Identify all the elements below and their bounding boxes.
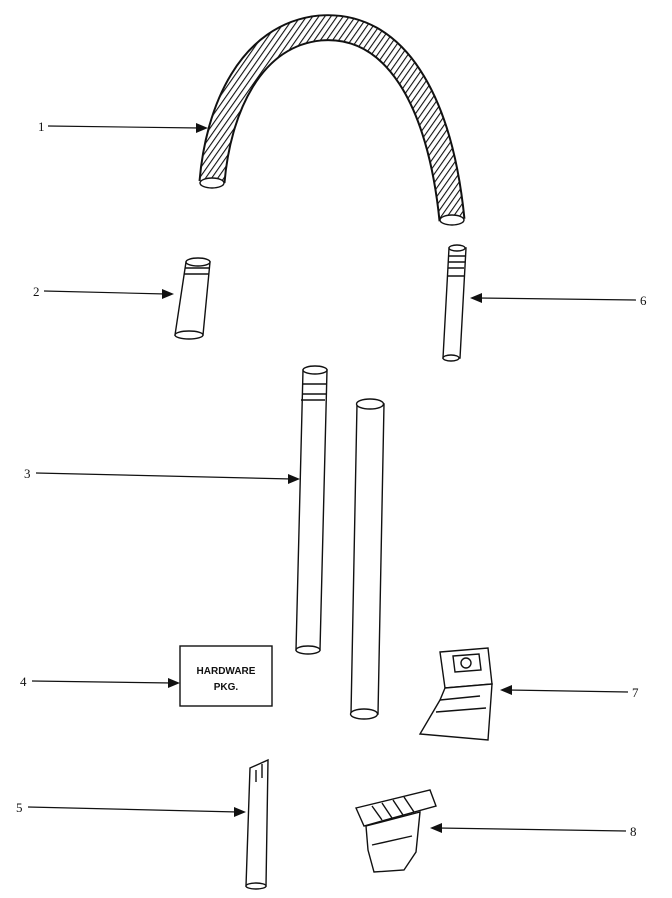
- callout-1: 1: [38, 119, 208, 134]
- hose: [198, 14, 466, 226]
- callout-number: 6: [640, 293, 647, 308]
- callout-number: 2: [33, 284, 40, 299]
- callout-7: 7: [500, 685, 639, 700]
- callout-3: 3: [24, 466, 300, 484]
- callout-6: 6: [470, 293, 647, 308]
- callout-number: 3: [24, 466, 31, 481]
- callout-number: 1: [38, 119, 45, 134]
- callout-number: 7: [632, 685, 639, 700]
- callout-2: 2: [33, 284, 174, 299]
- extension-wand-right: [349, 398, 385, 720]
- wand-coupling-6: [442, 244, 467, 362]
- hardware-package: HARDWARE PKG.: [179, 645, 273, 707]
- callout-number: 4: [20, 674, 27, 689]
- callout-number: 5: [16, 800, 23, 815]
- callout-8: 8: [430, 823, 637, 839]
- callout-5: 5: [16, 800, 246, 817]
- pkg-label: PKG.: [214, 682, 239, 693]
- callout-number: 8: [630, 824, 637, 839]
- hardware-label: HARDWARE: [197, 666, 256, 677]
- upholstery-nozzle: [355, 789, 437, 873]
- callout-4: 4: [20, 674, 180, 689]
- coupling-2: [174, 257, 211, 340]
- crevice-tool: [245, 758, 269, 890]
- extension-wand-left: [295, 365, 328, 655]
- dust-bag: [418, 647, 493, 741]
